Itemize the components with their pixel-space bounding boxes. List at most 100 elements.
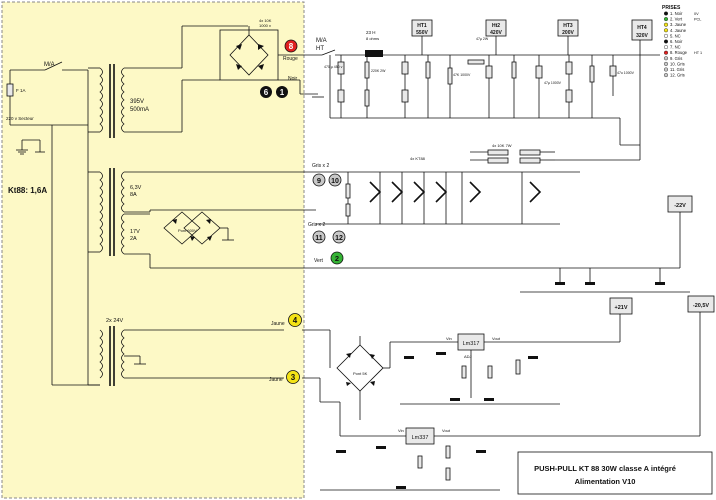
- pin-3-label: Jaune: [269, 377, 283, 383]
- rail-ht1-value: 550V: [416, 30, 428, 36]
- rail-ht3-value: 200V: [562, 30, 574, 36]
- kt-note: 4x KT88: [410, 156, 426, 161]
- prises-color-dot: [664, 11, 669, 16]
- ht-secondary-amps: 500mA: [130, 107, 149, 113]
- cap-bank-1-value: 470 µ 450 v: [324, 65, 343, 69]
- pin-3-num: 3: [291, 373, 296, 382]
- pin-8-num: 8: [289, 42, 294, 51]
- prises-item-label: 9. Gris: [670, 56, 682, 61]
- pin-9[interactable]: 9: [312, 173, 326, 187]
- prises-item: 6. Noir: [664, 39, 683, 44]
- lm317-adj: ADJ: [464, 354, 472, 359]
- title-line-1: PUSH-PULL KT 88 30W classe A intégré: [534, 464, 676, 473]
- pin-1[interactable]: 1: [276, 86, 288, 98]
- cap-bank-4-value: 47µ 1000V: [544, 81, 562, 85]
- pin-10-num: 10: [331, 178, 339, 185]
- prises-item: 5. NC: [664, 33, 681, 38]
- aux-label: 2x 24V: [106, 318, 123, 324]
- pin-1-label: Noir: [288, 76, 298, 82]
- transformer-aux: 2x 24V: [99, 318, 284, 386]
- fuse: [6, 83, 14, 97]
- pin-9-label: Gris x 2: [312, 163, 329, 169]
- rail-ht4-name: HT4: [637, 25, 647, 31]
- pin-12[interactable]: 12: [332, 230, 346, 244]
- bias-output: [330, 212, 690, 293]
- title-line-2: Alimentation V10: [575, 477, 636, 486]
- cap-bank-3-resistor: 47K 1000V: [453, 73, 471, 77]
- prises-item: 4. Jaune: [664, 28, 687, 33]
- ht-bridge-rating: 1000 v: [259, 23, 271, 28]
- pin-11[interactable]: 11: [312, 230, 326, 244]
- prises-color-dot: [664, 50, 669, 55]
- prises-item-label: 7. NC: [670, 45, 681, 50]
- ht-chain: M/A HT 23 H 8 ohms 470 µ 450 v 220K 2W: [300, 30, 660, 164]
- regulator-lm337: Lm337 Vin Vout: [320, 312, 701, 491]
- prises-item-label: 8. Rouge: [670, 50, 688, 55]
- pin-4[interactable]: 4: [288, 313, 302, 327]
- rail-neg22-value: -22V: [674, 203, 686, 209]
- pin-4-label: Jaune: [271, 321, 285, 327]
- prises-item-label: 10. Gris: [670, 61, 685, 66]
- heater-distribution: [316, 171, 580, 225]
- prises-item: 10. Gris: [664, 61, 685, 66]
- prises-item: 11. Gris: [664, 67, 684, 72]
- aux-bridge-name: Pont 5K: [353, 371, 368, 376]
- pin-4-num: 4: [293, 316, 298, 325]
- pin-11-num: 11: [315, 235, 323, 242]
- heater-volts: 6,3V: [130, 185, 142, 191]
- prises-item-label: 11. Gris: [670, 67, 684, 72]
- pin-3[interactable]: 3: [286, 370, 300, 384]
- pin-6-num: 6: [264, 88, 269, 97]
- prises-item-label: 3. Jaune: [670, 22, 687, 27]
- cap-bank-3: 47K 1000V 47µ 2W: [447, 37, 493, 118]
- rail-ht4-value: 320V: [636, 33, 648, 39]
- prises-item-label: 4. Jaune: [670, 28, 687, 33]
- prises-color-dot: [664, 67, 669, 72]
- transformer-ht: 395V 500mA: [88, 25, 248, 138]
- heater-amps: 8A: [130, 192, 137, 198]
- mains-switch-label: M/A: [44, 62, 55, 68]
- pin-8[interactable]: 8: [284, 39, 298, 53]
- regulator-lm317: Lm317 Vout Vin ADJ: [389, 314, 621, 405]
- pin-2-num: 2: [335, 254, 339, 263]
- bias-volts: 17V: [130, 229, 140, 235]
- lm317-vout: Vout: [492, 336, 501, 341]
- rail-ht2-value: 420V: [490, 30, 502, 36]
- prises-color-dot: [664, 39, 669, 44]
- prises-item-note: 0V: [694, 12, 699, 16]
- pin-6[interactable]: 6: [260, 86, 272, 98]
- rail-ht1: HT1 550V: [411, 19, 433, 55]
- prises-item: 9. Gris: [664, 56, 682, 61]
- pin-9-num: 9: [317, 176, 321, 185]
- pin-2[interactable]: 2: [330, 251, 344, 265]
- prises-item-note: PCL: [694, 18, 701, 22]
- prises-item-label: 6. Noir: [670, 39, 683, 44]
- prises-color-dot: [664, 73, 669, 78]
- cap-bank-1-resistor: 220K 2W: [371, 69, 386, 73]
- pin-1-num: 1: [280, 88, 285, 97]
- rail-pos21: +21V: [609, 297, 633, 315]
- mains-input: M/A F 1A 220 v Secteur Kt88: 1,6A: [6, 61, 88, 195]
- prises-title: PRISES: [662, 5, 681, 11]
- pin-8-label: Rouge: [283, 56, 298, 62]
- lm317-vin: Vin: [446, 336, 452, 341]
- rail-ht2-name: Ht2: [492, 23, 500, 29]
- cap-bank-1: 470 µ 450 v 220K 2W: [324, 55, 386, 118]
- bias-bridge: Pont 600V: [163, 211, 234, 245]
- prises-color-dot: [664, 56, 669, 61]
- prises-color-dot: [664, 22, 669, 27]
- ht-label: HT: [316, 46, 324, 52]
- cap-bank-5-value: 47u 1000V: [617, 71, 635, 75]
- prises-color-dot: [664, 33, 669, 38]
- rail-ht2: Ht2 420V: [485, 19, 507, 55]
- pin-10[interactable]: 10: [328, 173, 342, 187]
- rail-neg22: -22V: [667, 195, 693, 213]
- rail-pos21-value: +21V: [615, 305, 628, 311]
- transformer-rating: Kt88: 1,6A: [8, 186, 47, 195]
- rail-ht4: HT4 320V: [631, 19, 653, 41]
- lm337-vin: Vin: [398, 428, 404, 433]
